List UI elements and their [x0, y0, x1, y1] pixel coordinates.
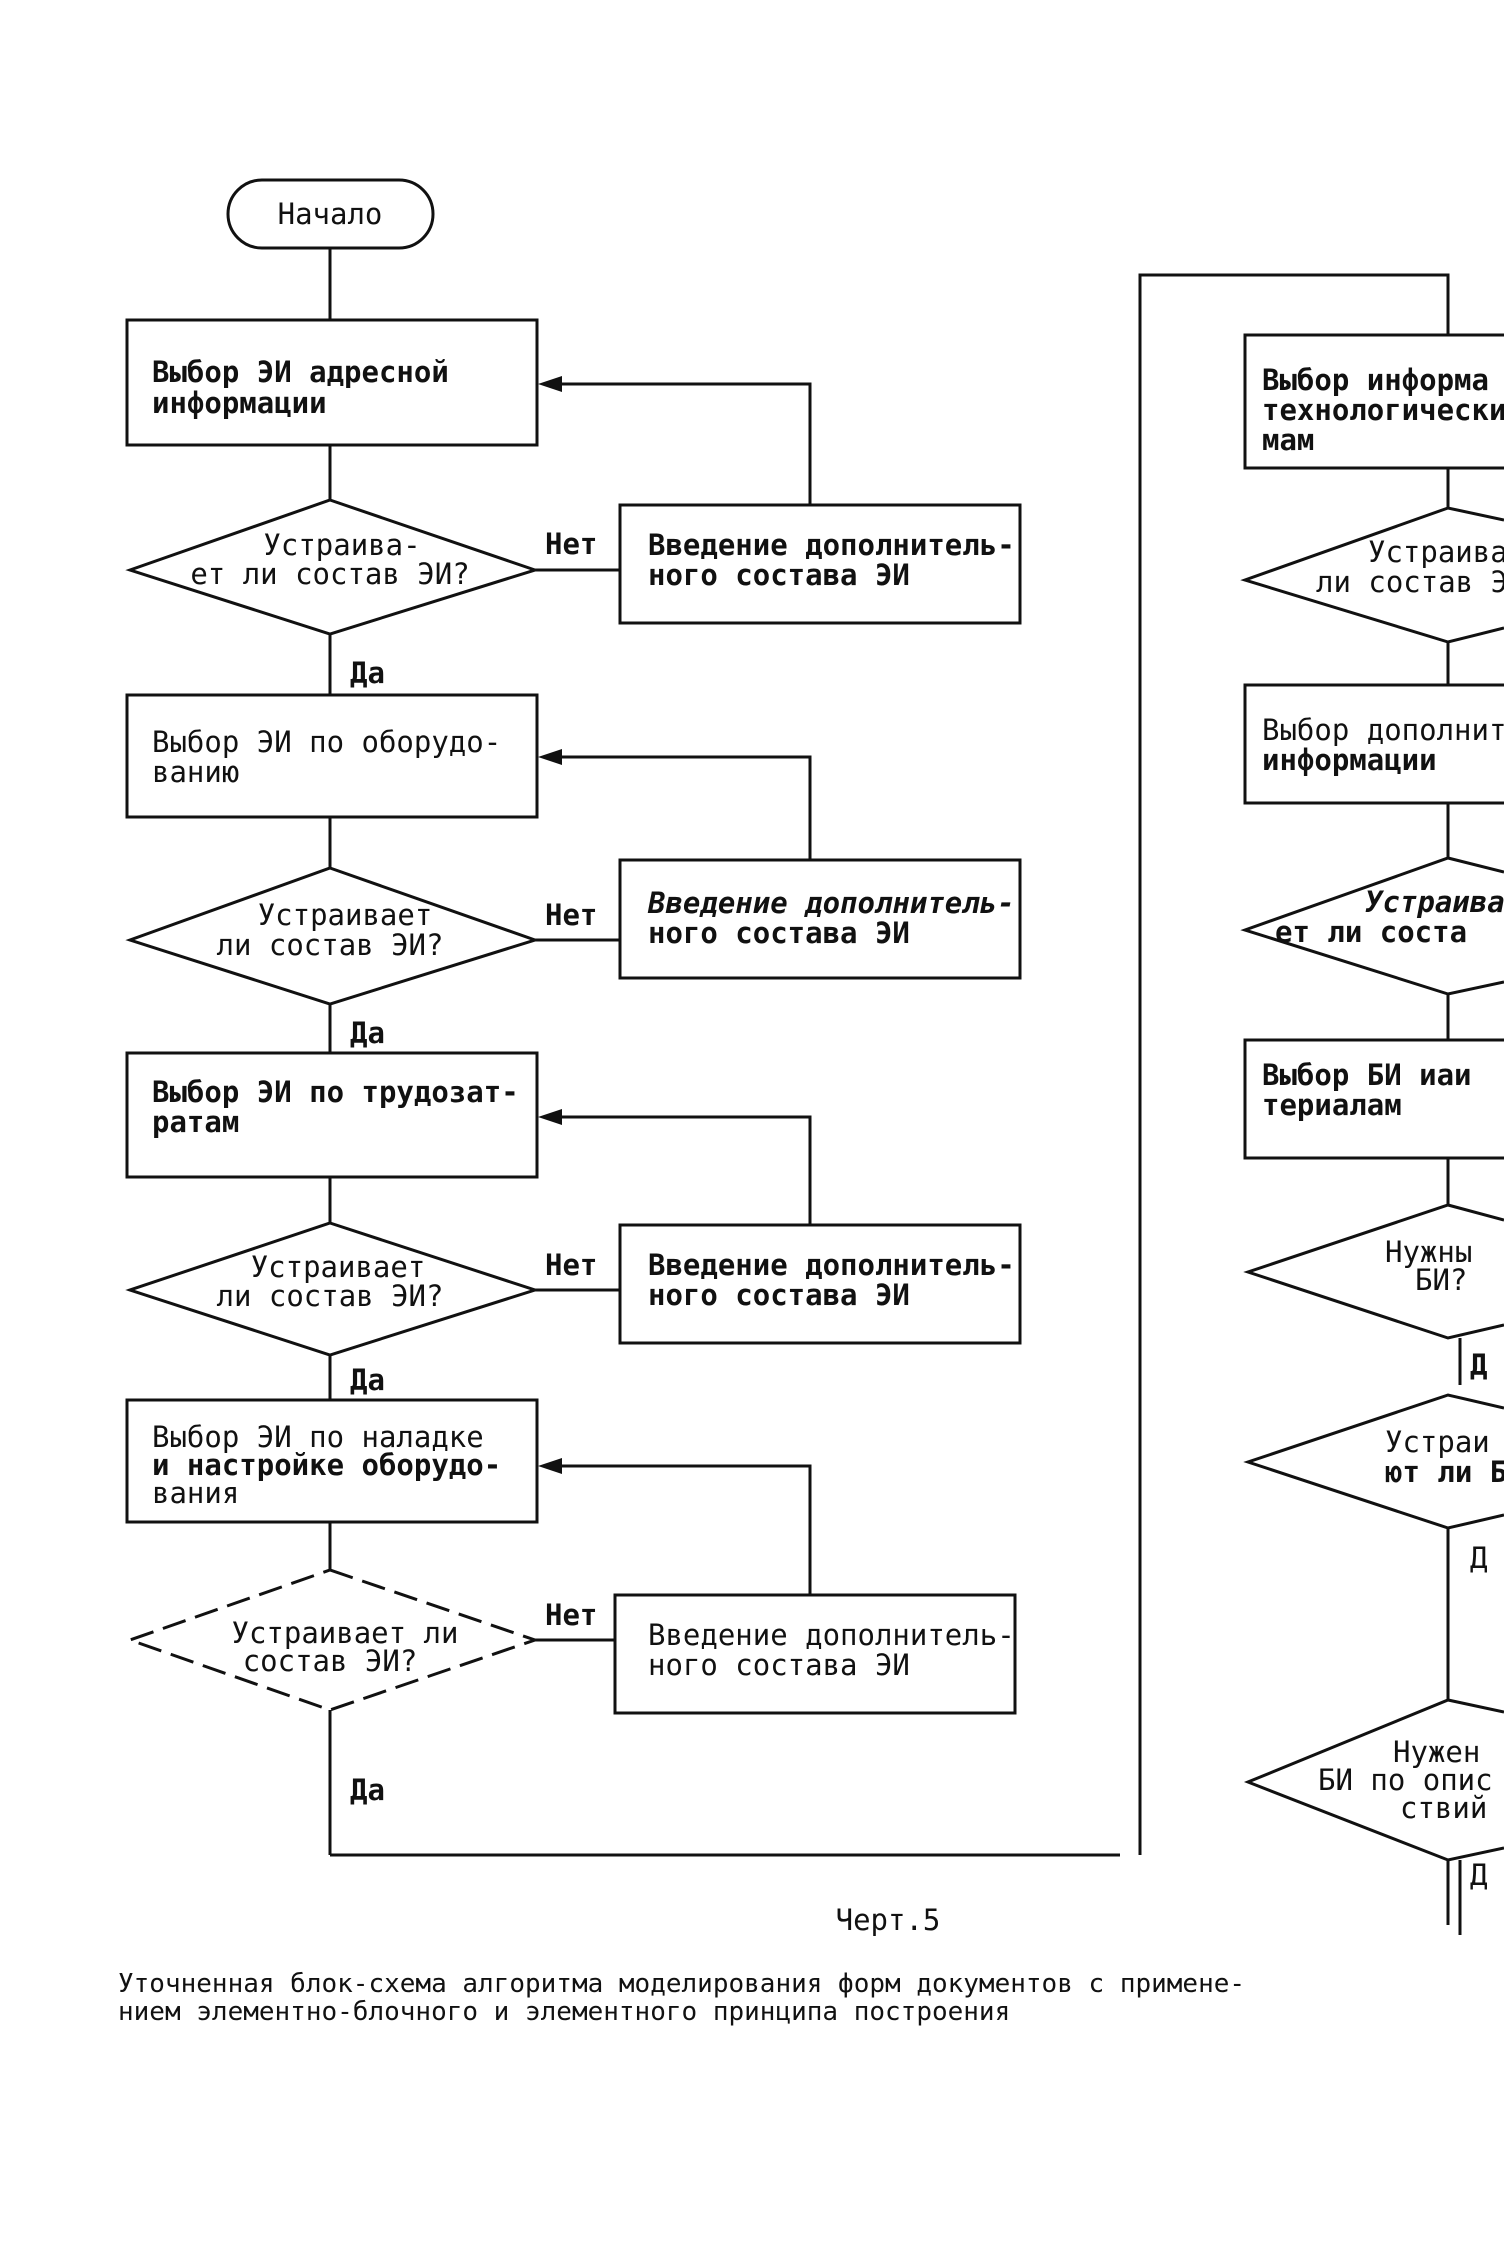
yes-label: Д	[1470, 1348, 1487, 1382]
yes-label: Д	[1470, 1858, 1487, 1892]
figure-label: Черт.5	[836, 1903, 941, 1937]
decision-label-line: Устраивает	[251, 1250, 426, 1284]
add-box: Введение дополнитель- ного состава ЭИ	[618, 858, 1022, 980]
decision-label-line: Устраивает	[258, 898, 433, 932]
process-label-line: мам	[1262, 423, 1314, 457]
add-label-line: ного состава ЭИ	[648, 916, 910, 950]
add-label-line: Введение дополнитель-	[648, 528, 1015, 562]
yes-label: Да	[350, 656, 385, 690]
process-box-equipment: Выбор ЭИ по оборудо- ванию	[125, 693, 539, 819]
decision-label-line: ли состав ЭИ?	[217, 928, 444, 962]
decision-label-line: состав ЭИ?	[243, 1644, 418, 1678]
decision-diamond: Устраивает ли состав ЭИ?	[125, 1221, 540, 1357]
process-label-line: Выбор ЭИ адресной	[152, 355, 449, 389]
decision-label-line: Устраива	[1365, 885, 1504, 919]
decision-label-line: БИ?	[1415, 1263, 1467, 1297]
decision-label-line: Устраива	[1368, 535, 1504, 569]
decision-label-line: ет ли соста	[1275, 915, 1467, 949]
decision-label-line: ли состав ЭИ?	[217, 1279, 444, 1313]
process-label-line: вания	[152, 1476, 239, 1510]
add-label-line: ного состава ЭИ	[648, 1648, 910, 1682]
add-box: Введение дополнитель- ного состава ЭИ	[618, 1223, 1022, 1345]
caption-line: Уточненная блок-схема алгоритма моделиро…	[118, 1969, 1245, 1999]
add-label-line: Введение дополнитель-	[648, 1248, 1015, 1282]
right-decision-2: Устраива ет ли соста	[1240, 856, 1504, 996]
process-label-line: ванию	[152, 755, 239, 789]
decision-label-line: Устраи	[1385, 1425, 1490, 1459]
process-label-line: Выбор ЭИ по наладке	[152, 1420, 484, 1454]
decision-diamond: Устраивает ли состав ЭИ?	[125, 866, 540, 1006]
start-terminator: Начало	[226, 178, 435, 250]
no-label: Нет	[545, 527, 597, 561]
add-label-line: Введение дополнитель-	[648, 1618, 1015, 1652]
process-box-setup: Выбор ЭИ по наладке и настройке оборудо-…	[125, 1398, 539, 1524]
caption-line: нием элементно-блочного и элементного пр…	[118, 1997, 1010, 2027]
process-label-line: Выбор ЭИ по трудозат-	[152, 1075, 519, 1109]
decision-label-line: ли состав Э	[1316, 565, 1504, 599]
process-label-line: информации	[1262, 743, 1437, 777]
no-label: Нет	[545, 1598, 597, 1632]
decision-diamond: Устраивает ли состав ЭИ?	[125, 1568, 540, 1712]
process-label-line: Выбор БИ иаи	[1262, 1058, 1472, 1092]
decision-label-line: БИ по опис	[1318, 1763, 1493, 1797]
decision-label-line: ет ли состав ЭИ?	[190, 557, 469, 591]
process-box-address-info: Выбор ЭИ адресной информации	[125, 318, 539, 447]
yes-label: Да	[350, 1773, 385, 1807]
right-process-box-3: Выбор БИ иаи териалам	[1243, 1038, 1504, 1160]
right-process-box-2: Выбор дополнит информации	[1243, 683, 1504, 805]
process-label-line: Выбор информа	[1262, 363, 1489, 397]
decision-label-line: Нужны	[1385, 1235, 1472, 1269]
process-label-line: информации	[152, 386, 327, 420]
process-label-line: и настройке оборудо-	[152, 1448, 501, 1482]
yes-label: Да	[350, 1016, 385, 1050]
start-label: Начало	[278, 197, 383, 231]
add-label-line: ного состава ЭИ	[648, 1278, 910, 1312]
add-label-line: Введение дополнитель-	[647, 886, 1015, 920]
process-label-line: ратам	[152, 1105, 239, 1139]
process-label-line: технологически	[1262, 393, 1504, 427]
process-label-line: Выбор дополнит	[1262, 713, 1504, 747]
process-box-labor-cost: Выбор ЭИ по трудозат- ратам	[125, 1051, 539, 1179]
decision-diamond: Устраива- ет ли состав ЭИ?	[125, 498, 540, 636]
right-decision-3: Нужны БИ?	[1243, 1203, 1504, 1340]
right-process-box-1: Выбор информа технологически мам	[1243, 333, 1504, 470]
decision-label-line: Устраивает ли	[232, 1616, 459, 1650]
right-decision-1: Устраива ли состав Э	[1240, 506, 1504, 644]
process-label-line: Выбор ЭИ по оборудо-	[152, 725, 501, 759]
add-label-line: ного состава ЭИ	[648, 558, 910, 592]
right-decision-5: Нужен БИ по опис ствий	[1243, 1698, 1504, 1862]
yes-label: Д	[1470, 1541, 1487, 1575]
no-label: Нет	[545, 898, 597, 932]
decision-label-line: ют ли Б	[1385, 1455, 1504, 1489]
no-label: Нет	[545, 1248, 597, 1282]
decision-label-line: Устраива-	[263, 528, 420, 562]
right-decision-4: Устраи ют ли Б	[1243, 1393, 1504, 1530]
yes-label: Да	[350, 1363, 385, 1397]
decision-label-line: ствий	[1400, 1791, 1487, 1825]
add-box: Введение дополнитель- ного состава ЭИ	[618, 503, 1022, 625]
add-box: Введение дополнитель- ного состава ЭИ	[613, 1593, 1017, 1715]
decision-label-line: Нужен	[1393, 1735, 1480, 1769]
process-label-line: териалам	[1262, 1088, 1402, 1122]
